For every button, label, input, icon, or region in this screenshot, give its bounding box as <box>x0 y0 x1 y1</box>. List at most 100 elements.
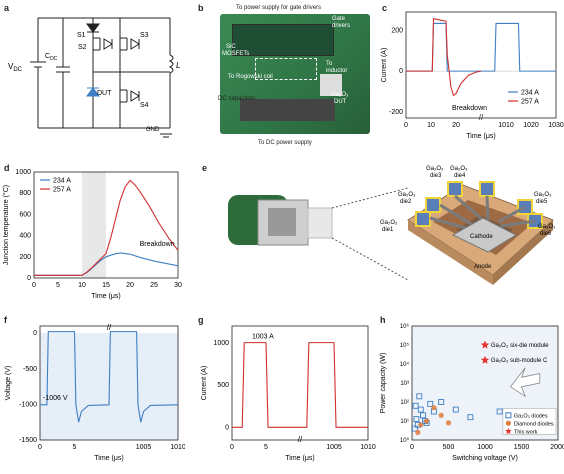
d-xtick-label: 15 <box>102 282 110 289</box>
g-ytick-label: 1000 <box>213 340 229 347</box>
h-ytick-label: 10¹ <box>400 419 409 425</box>
g-ylabel: Current (A) <box>201 366 208 401</box>
s1-label: S1 <box>77 32 86 39</box>
h-ytick-label: 10⁴ <box>400 361 410 368</box>
panel-label-a: a <box>4 3 10 13</box>
d-xtick-label: 20 <box>126 282 134 289</box>
d-xtick-label: 25 <box>150 282 158 289</box>
circuit-diagram: VDC CDC S1 S2 S3 S4 DUT L GND <box>8 17 180 138</box>
label-ga2o3-2: DUT <box>334 99 347 105</box>
gnd-label: GND <box>146 127 160 133</box>
g-xtick-label: 1010 <box>360 444 376 451</box>
label-sic-2: MOSFETs <box>222 51 249 57</box>
h-annotation-sub-module: Ga₂O₃ sub-module C <box>491 358 548 364</box>
d-xtick-label: 10 <box>78 282 86 289</box>
anode-label: Anode <box>474 264 492 270</box>
f-series-line <box>40 331 179 423</box>
c-legend-label: 234 A <box>521 90 539 97</box>
label-gate-drivers-2: drivers <box>332 23 350 29</box>
s3-label: S3 <box>140 32 149 39</box>
c-series-line <box>406 18 482 97</box>
h-point-diamond <box>438 412 444 418</box>
d-annotation: Breakdown <box>140 241 175 248</box>
dut-label: DUT <box>97 90 112 97</box>
f-xlabel: Time (μs) <box>94 455 123 462</box>
f-ytick-label: -500 <box>23 366 37 373</box>
c-xtick-label: 1030 <box>548 122 564 129</box>
h-point-ga2o3 <box>416 393 423 400</box>
h-xtick-label: 0 <box>410 444 414 451</box>
panel-label-f: f <box>4 315 7 325</box>
d-ytick-label: 400 <box>19 233 31 240</box>
h-point-ga2o3 <box>452 406 459 413</box>
d-ytick-label: 800 <box>19 190 31 197</box>
h-point-ga2o3 <box>467 414 474 421</box>
panel-label-d: d <box>4 163 10 173</box>
c-xtick-label: 20 <box>452 122 460 129</box>
h-point-this-work <box>480 355 490 364</box>
s2-label: S2 <box>78 44 87 51</box>
h-ytick-label: 10³ <box>400 381 409 387</box>
module-3d <box>407 181 554 285</box>
label-gate-power: To power supply for gate drivers <box>236 5 321 11</box>
label-rogowski: To Rogowski coil <box>228 74 273 80</box>
d-xlabel: Time (μs) <box>91 293 120 300</box>
h-annotation-six-die: Ga₂O₃ six-die module <box>491 343 549 349</box>
g-ytick-label: 0 <box>225 424 229 431</box>
label-sic-1: SiC <box>226 44 236 50</box>
panel-label-c: c <box>382 3 388 13</box>
h-ylabel: Power capacity (W) <box>380 353 387 414</box>
h-point-ga2o3 <box>420 412 426 419</box>
c-xtick-label: 10 <box>427 122 435 129</box>
c-series-line <box>406 22 556 72</box>
h-point-diamond <box>431 405 437 411</box>
panel-label-h: h <box>380 315 386 325</box>
h-ytick-label: 10² <box>400 400 409 406</box>
pcb-photo <box>220 14 370 134</box>
h-point-diamond <box>415 429 421 435</box>
h-legend-label: Ga₂O₃ diodes <box>514 413 548 419</box>
h-legend-swatch <box>505 412 512 419</box>
d-ytick-label: 1000 <box>15 169 31 176</box>
f-ytick-label: -1000 <box>19 401 37 408</box>
c-xlabel: Time (μs) <box>466 133 495 140</box>
g-ytick-label: 500 <box>217 382 229 389</box>
h-xtick-label: 1500 <box>514 444 530 451</box>
c-axis-break: // <box>479 113 484 122</box>
f-annotation: -1006 V <box>43 395 68 402</box>
label-dc-supply: To DC power supply <box>258 140 312 146</box>
module-photo <box>228 195 333 246</box>
d-ytick-label: 200 <box>19 254 31 261</box>
g-xtick-label: 5 <box>264 444 268 451</box>
label-ga2o3-1: Ga₂O₃ <box>331 92 349 98</box>
h-point-this-work <box>480 340 490 349</box>
h-ytick-label: 10⁵ <box>400 342 410 349</box>
h-point-diamond <box>418 422 424 428</box>
c-ytick-label: -200 <box>389 109 403 116</box>
label-inductor-1: To <box>326 61 333 67</box>
c-ytick-label: 200 <box>391 27 403 34</box>
h-point-ga2o3 <box>427 400 434 407</box>
d-xtick-label: 5 <box>56 282 60 289</box>
c-xtick-label: 0 <box>404 122 408 129</box>
f-axes-frame <box>39 325 179 441</box>
c-legend-label: 257 A <box>521 99 539 106</box>
panel-label-e: e <box>202 163 208 173</box>
g-axes-frame <box>231 325 369 441</box>
h-xlabel: Switching voltage (V) <box>452 455 518 462</box>
d-ytick-label: 600 <box>19 211 31 218</box>
h-point-ga2o3 <box>413 416 420 423</box>
h-point-diamond <box>424 418 430 424</box>
h-axes-frame <box>411 325 559 441</box>
d-legend-label: 257 A <box>53 187 71 194</box>
